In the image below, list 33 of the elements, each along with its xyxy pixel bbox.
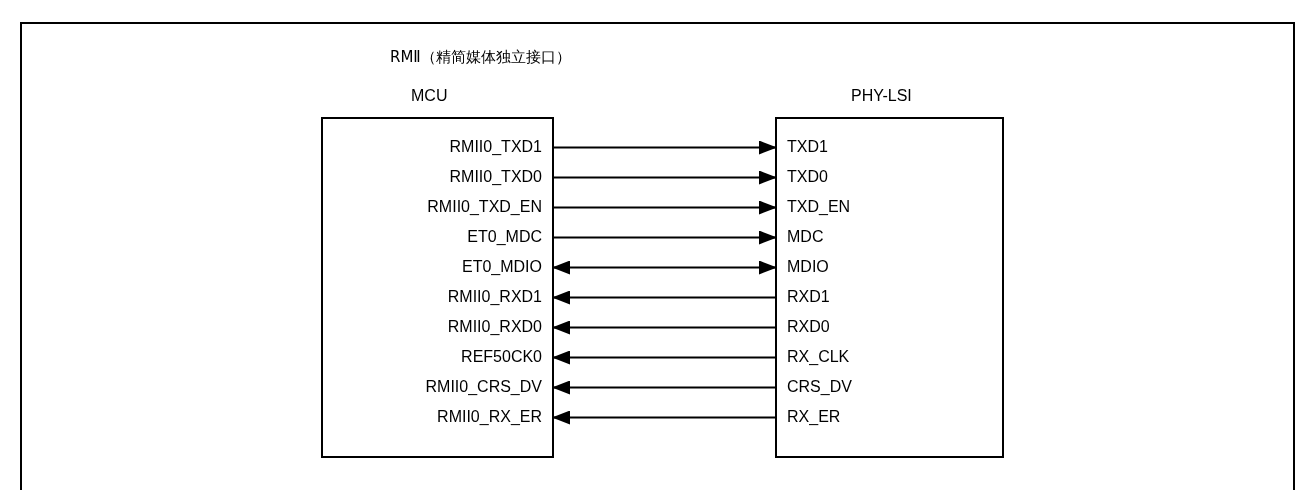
pin-label: RXD0 [777,315,977,339]
arrow [551,200,778,215]
arrow [551,350,778,365]
chip-label: MCU [411,87,448,105]
arrow [551,140,778,155]
pin-label: RMII0_RXD1 [352,285,552,309]
chip-label: PHY-LSI [851,87,912,105]
arrow [551,320,778,335]
diagram-title: RMⅡ（精简媒体独立接口） [390,48,571,67]
arrow [551,170,778,185]
arrow [551,230,778,245]
pin-label: ET0_MDC [352,225,552,249]
pin-label: MDIO [777,255,977,279]
pin-label: RMII0_RXD0 [352,315,552,339]
pin-label: TXD_EN [777,195,977,219]
pin-label: TXD0 [777,165,977,189]
pin-label: RX_CLK [777,345,977,369]
pin-label: RMII0_RX_ER [352,405,552,429]
pin-label: RMII0_CRS_DV [352,375,552,399]
pin-label: MDC [777,225,977,249]
pin-label: RMII0_TXD1 [352,135,552,159]
pin-label: REF50CK0 [352,345,552,369]
pin-label: RMII0_TXD_EN [352,195,552,219]
pin-label: TXD1 [777,135,977,159]
pin-label: RXD1 [777,285,977,309]
pin-label: ET0_MDIO [352,255,552,279]
arrow [551,380,778,395]
pin-label: RMII0_TXD0 [352,165,552,189]
arrow [551,290,778,305]
pin-label: RX_ER [777,405,977,429]
arrow [551,410,778,425]
arrow [551,260,778,275]
pin-label: CRS_DV [777,375,977,399]
